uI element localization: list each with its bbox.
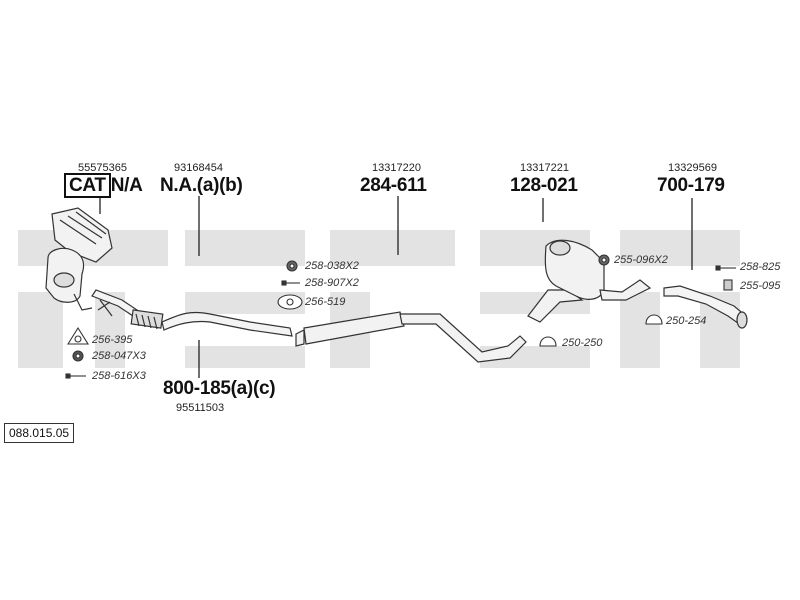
part-code-255-095[interactable]: 255-095 [740,280,781,292]
rear-silencer-part[interactable] [527,239,652,323]
part-number-front-pipe[interactable]: N.A.(a)(b) [160,175,243,196]
catalytic-converter-part[interactable] [45,207,113,311]
part-code-258-038[interactable]: 258-038X2 [305,260,359,272]
part-code-250-254[interactable]: 250-254 [666,315,707,327]
part-number-flex-pipe[interactable]: 800-185(a)(c) [163,378,276,399]
cat-boxed-label: CAT [64,173,111,198]
bolt-icon[interactable] [65,373,86,379]
part-code-258-616[interactable]: 258-616X3 [92,370,146,382]
tail-pipe-part[interactable] [663,285,748,329]
bolt-icon[interactable] [715,265,736,271]
oe-number-rear-silencer: 13317221 [520,162,569,174]
part-number-tail-pipe[interactable]: 700-179 [657,175,725,196]
part-number-center-silencer[interactable]: 284-611 [360,175,427,196]
clamp-icon[interactable] [539,336,557,347]
clamp-icon[interactable] [645,314,663,325]
oe-number-cat: 55575365 [78,162,127,174]
rubber-mount-icon[interactable] [286,260,298,272]
bolt-icon[interactable] [281,280,300,286]
oe-number-front-pipe: 93168454 [174,162,223,174]
oe-number-tail-pipe: 13329569 [668,162,717,174]
oe-number-center-silencer: 13317220 [372,162,421,174]
bracket-icon[interactable] [723,279,733,291]
part-code-258-907[interactable]: 258-907X2 [305,277,359,289]
gasket-ring-icon[interactable] [67,326,89,345]
part-code-255-096[interactable]: 255-096X2 [614,254,668,266]
center-silencer-part[interactable] [295,311,527,363]
oe-number-flex-pipe: 95511503 [176,402,225,414]
rubber-mount-icon[interactable] [598,254,610,266]
flange-gasket-icon[interactable] [277,294,303,310]
part-code-250-250[interactable]: 250-250 [562,337,603,349]
front-pipe-part[interactable] [91,289,293,337]
part-code-258-825[interactable]: 258-825 [740,261,781,273]
part-code-256-395[interactable]: 256-395 [92,334,133,346]
part-code-258-047[interactable]: 258-047X3 [92,350,146,362]
leader-lines [99,196,693,378]
nut-icon[interactable] [72,350,84,362]
part-code-256-519[interactable]: 256-519 [305,296,346,308]
part-number-rear-silencer[interactable]: 128-021 [510,175,578,196]
watermark [18,230,740,368]
cat-main-label: N/A [110,175,143,196]
catalog-code: 088.015.05 [4,423,75,443]
